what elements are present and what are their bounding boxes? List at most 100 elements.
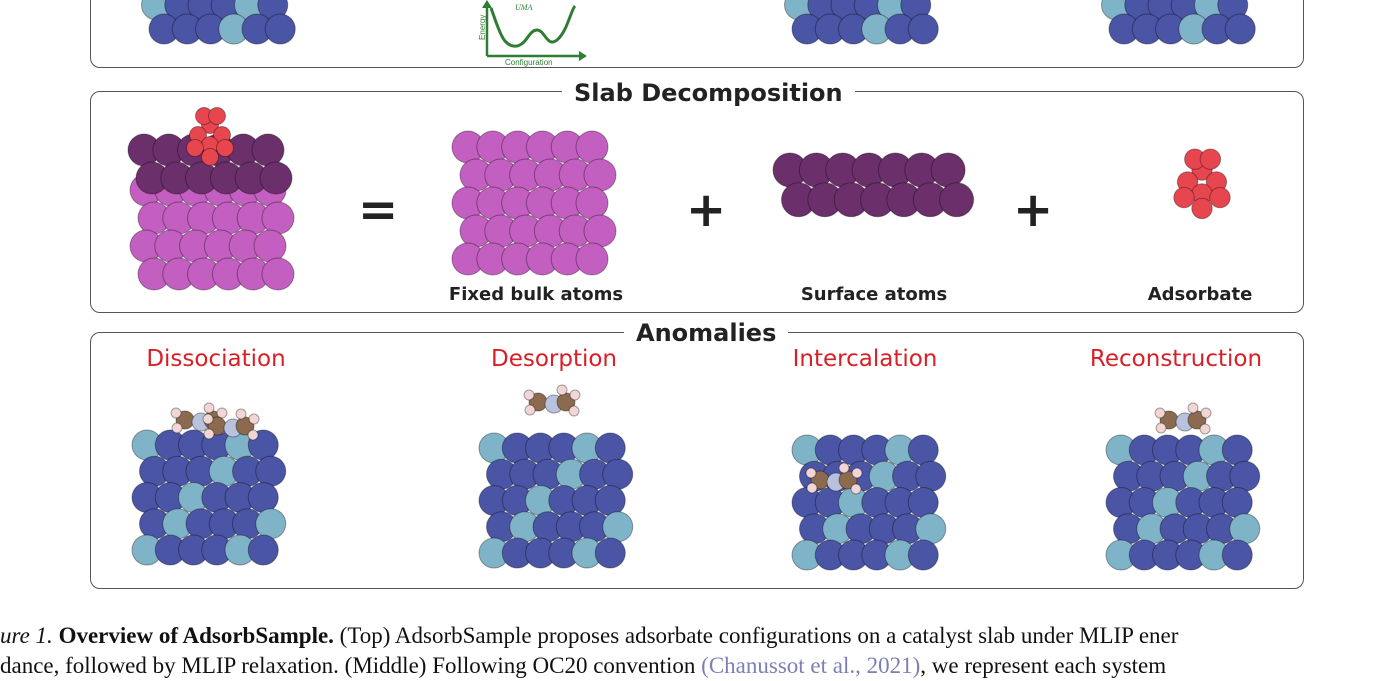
energy-axes (485, 5, 579, 58)
energy-plot-icon: Energy Configuration UMA (478, 0, 587, 67)
intercalation-label: Intercalation (792, 346, 938, 372)
equals-sign: = (358, 182, 399, 238)
desorption-label: Desorption (490, 346, 618, 372)
molecule-atom (523, 389, 535, 401)
adsorbate-atom (1199, 148, 1222, 170)
molecule-atom (568, 405, 580, 417)
atom (253, 229, 287, 263)
top-slab-2 (784, 0, 939, 45)
desorption-image (478, 384, 634, 569)
atom (907, 13, 939, 45)
caption-text-2: dance, followed by MLIP relaxation. (Mid… (0, 653, 696, 678)
atom (251, 133, 285, 167)
atom (1229, 513, 1261, 545)
anomalies-title: Anomalies (624, 319, 789, 347)
intercalation-image (791, 434, 947, 571)
adsorbate-atom (186, 139, 204, 157)
molecule-atom (247, 429, 259, 441)
molecule-atom (202, 413, 214, 425)
full-slab-image (127, 107, 295, 291)
molecule-atom (806, 482, 818, 494)
molecule-atom (1187, 402, 1199, 414)
fixed-bulk-atoms-label: Fixed bulk atoms (448, 284, 624, 305)
molecule-atom (838, 462, 850, 474)
molecule-atom (1200, 407, 1212, 419)
adsorbate-atom (216, 139, 234, 157)
energy-label: Energy (478, 15, 487, 40)
molecule-atom (171, 422, 183, 434)
atom (915, 460, 947, 492)
top-slab-1 (141, 0, 296, 45)
atom (907, 487, 939, 518)
dissociation-label: Dissociation (146, 346, 286, 372)
figure-caption-line-2: dance, followed by MLIP relaxation. (Mid… (0, 651, 1394, 681)
adsorbate-atom (208, 107, 226, 125)
atom (1224, 13, 1256, 45)
adsorbate-atom (1173, 186, 1195, 209)
plus-sign-2: + (1013, 182, 1054, 238)
figure-number: ure 1. (0, 623, 53, 648)
atom (1221, 539, 1253, 571)
figure-title: Overview of AdsorbSample. (58, 623, 334, 648)
molecule-atom (556, 384, 568, 396)
atom (602, 458, 634, 490)
atom (1221, 487, 1253, 518)
molecule-atom (524, 404, 536, 416)
adsorbate-atom (201, 148, 219, 166)
figure-caption-line-1: ure 1. Overview of AdsorbSample. (Top) A… (0, 621, 1394, 651)
y-arrow-head (482, 0, 492, 8)
caption-text-1: (Top) AdsorbSample proposes adsorbate co… (339, 623, 1179, 648)
atom (247, 534, 279, 566)
atom (575, 242, 609, 276)
atom (255, 508, 287, 540)
molecule-atom (203, 402, 215, 414)
configuration-label: Configuration (505, 58, 553, 67)
top-slab-3 (1101, 0, 1256, 45)
adsorbate-label: Adsorbate (1147, 284, 1253, 305)
atom (939, 182, 975, 218)
adsorbate-atom (1209, 186, 1231, 209)
molecule-atom (203, 428, 215, 440)
energy-curve (489, 4, 577, 48)
molecule-atom (569, 389, 581, 401)
atom (602, 511, 634, 543)
molecule-atom (850, 483, 862, 495)
molecule-atom (248, 413, 260, 425)
x-arrow-head (579, 51, 587, 61)
atom (261, 201, 295, 235)
surface-atoms-label: Surface atoms (800, 284, 948, 305)
molecule-atom (235, 408, 247, 420)
atom (907, 434, 939, 466)
molecule-atom (1155, 422, 1167, 434)
atom (575, 186, 609, 220)
atom (930, 152, 966, 188)
atom (255, 455, 287, 487)
adsorbate-image (1173, 148, 1231, 220)
atom (1229, 460, 1261, 492)
uma-subscript: UMA (515, 3, 532, 12)
reconstruction-image (1105, 402, 1261, 571)
molecule-atom (1154, 407, 1166, 419)
atom (907, 539, 939, 571)
molecule-atom (216, 407, 228, 419)
slab-decomposition-title: Slab Decomposition (562, 79, 855, 107)
molecule-atom (1199, 423, 1211, 435)
atom (583, 214, 617, 248)
plus-sign-1: + (686, 182, 727, 238)
atom (915, 513, 947, 545)
reconstruction-label: Reconstruction (1089, 346, 1263, 372)
atom (575, 130, 609, 164)
molecule-atom (851, 467, 863, 479)
caption-text-3: , we represent each system (920, 653, 1167, 678)
atom (261, 257, 295, 291)
adsorbate-atom (1191, 197, 1213, 220)
atom (594, 432, 626, 464)
citation-link[interactable]: (Chanussot et al., 2021) (701, 653, 921, 678)
atom (594, 485, 626, 516)
molecule-atom (805, 467, 817, 479)
atom (594, 537, 626, 569)
atom (259, 161, 293, 195)
surface-atoms-image (772, 152, 975, 218)
atom (583, 158, 617, 192)
atom (264, 13, 296, 45)
